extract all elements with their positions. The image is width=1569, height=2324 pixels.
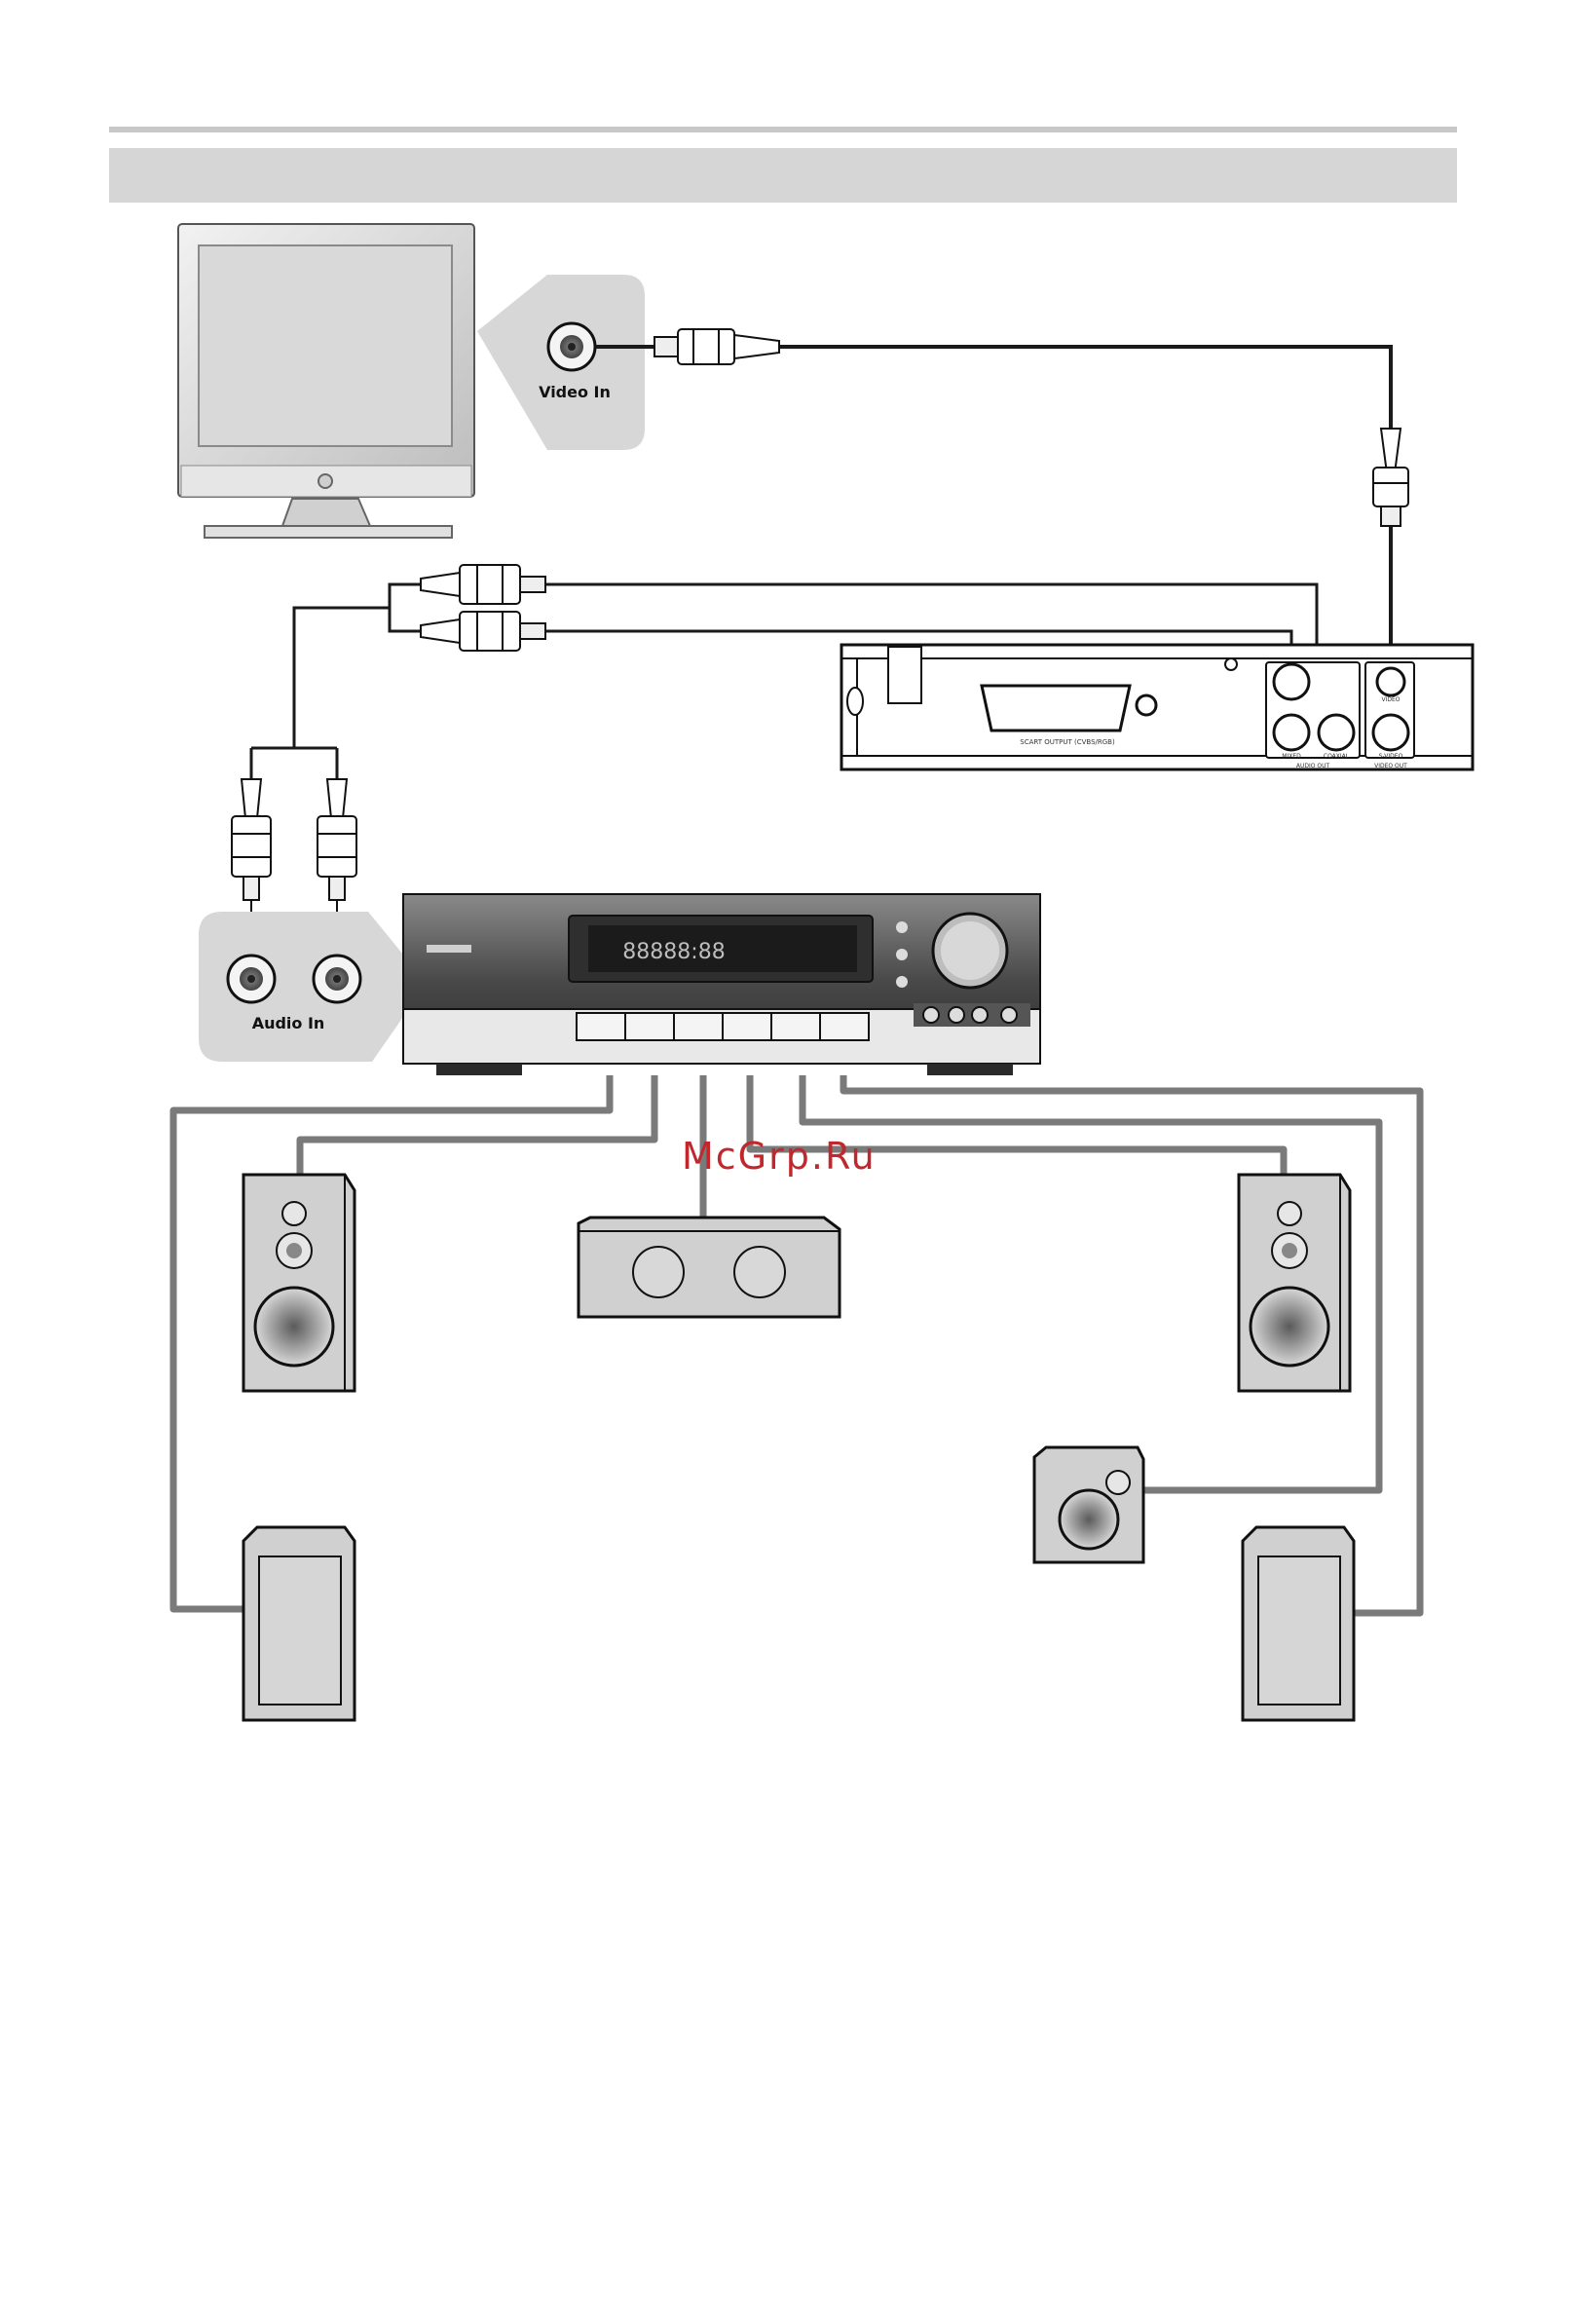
- audio-out-label: AUDIO OUT: [1296, 763, 1330, 769]
- svideo-label: S-VIDEO: [1379, 753, 1403, 760]
- dvd-player-rear-panel: SCART OUTPUT (CVBS/RGB) MIXED COAXIAL AU…: [841, 645, 1473, 769]
- speaker-center: [579, 1218, 840, 1317]
- rca-plug-audio-upper: [421, 565, 545, 604]
- display-readout: 88888:88: [622, 940, 725, 964]
- speaker-surround-right: [1243, 1527, 1354, 1720]
- header-bar: [109, 127, 1457, 203]
- speaker-surround-left: [243, 1527, 355, 1720]
- scart-label: SCART OUTPUT (CVBS/RGB): [1020, 738, 1115, 746]
- speaker-front-left: [243, 1175, 355, 1391]
- audio-in-panel: Audio In: [199, 912, 403, 1062]
- rca-plug-horizontal: [654, 329, 779, 364]
- video-in-label: Video In: [539, 383, 611, 401]
- tv-monitor: [178, 224, 474, 538]
- video-cable: [596, 347, 1391, 670]
- coaxial-label: COAXIAL: [1324, 753, 1350, 760]
- watermark: McGrp.Ru: [682, 1135, 877, 1178]
- subwoofer: [1034, 1447, 1143, 1562]
- video-out-label: VIDEO OUT: [1374, 763, 1407, 769]
- mixed-label: MIXED: [1282, 753, 1301, 760]
- rca-plug-vertical: [1373, 429, 1408, 526]
- av-receiver: 88888:88: [403, 894, 1040, 1075]
- rca-plug-audio-lower: [421, 612, 545, 651]
- audio-in-label: Audio In: [252, 1014, 325, 1032]
- speaker-front-right: [1239, 1175, 1350, 1391]
- video-label: VIDEO: [1381, 696, 1400, 703]
- video-in-panel: Video In: [477, 275, 645, 450]
